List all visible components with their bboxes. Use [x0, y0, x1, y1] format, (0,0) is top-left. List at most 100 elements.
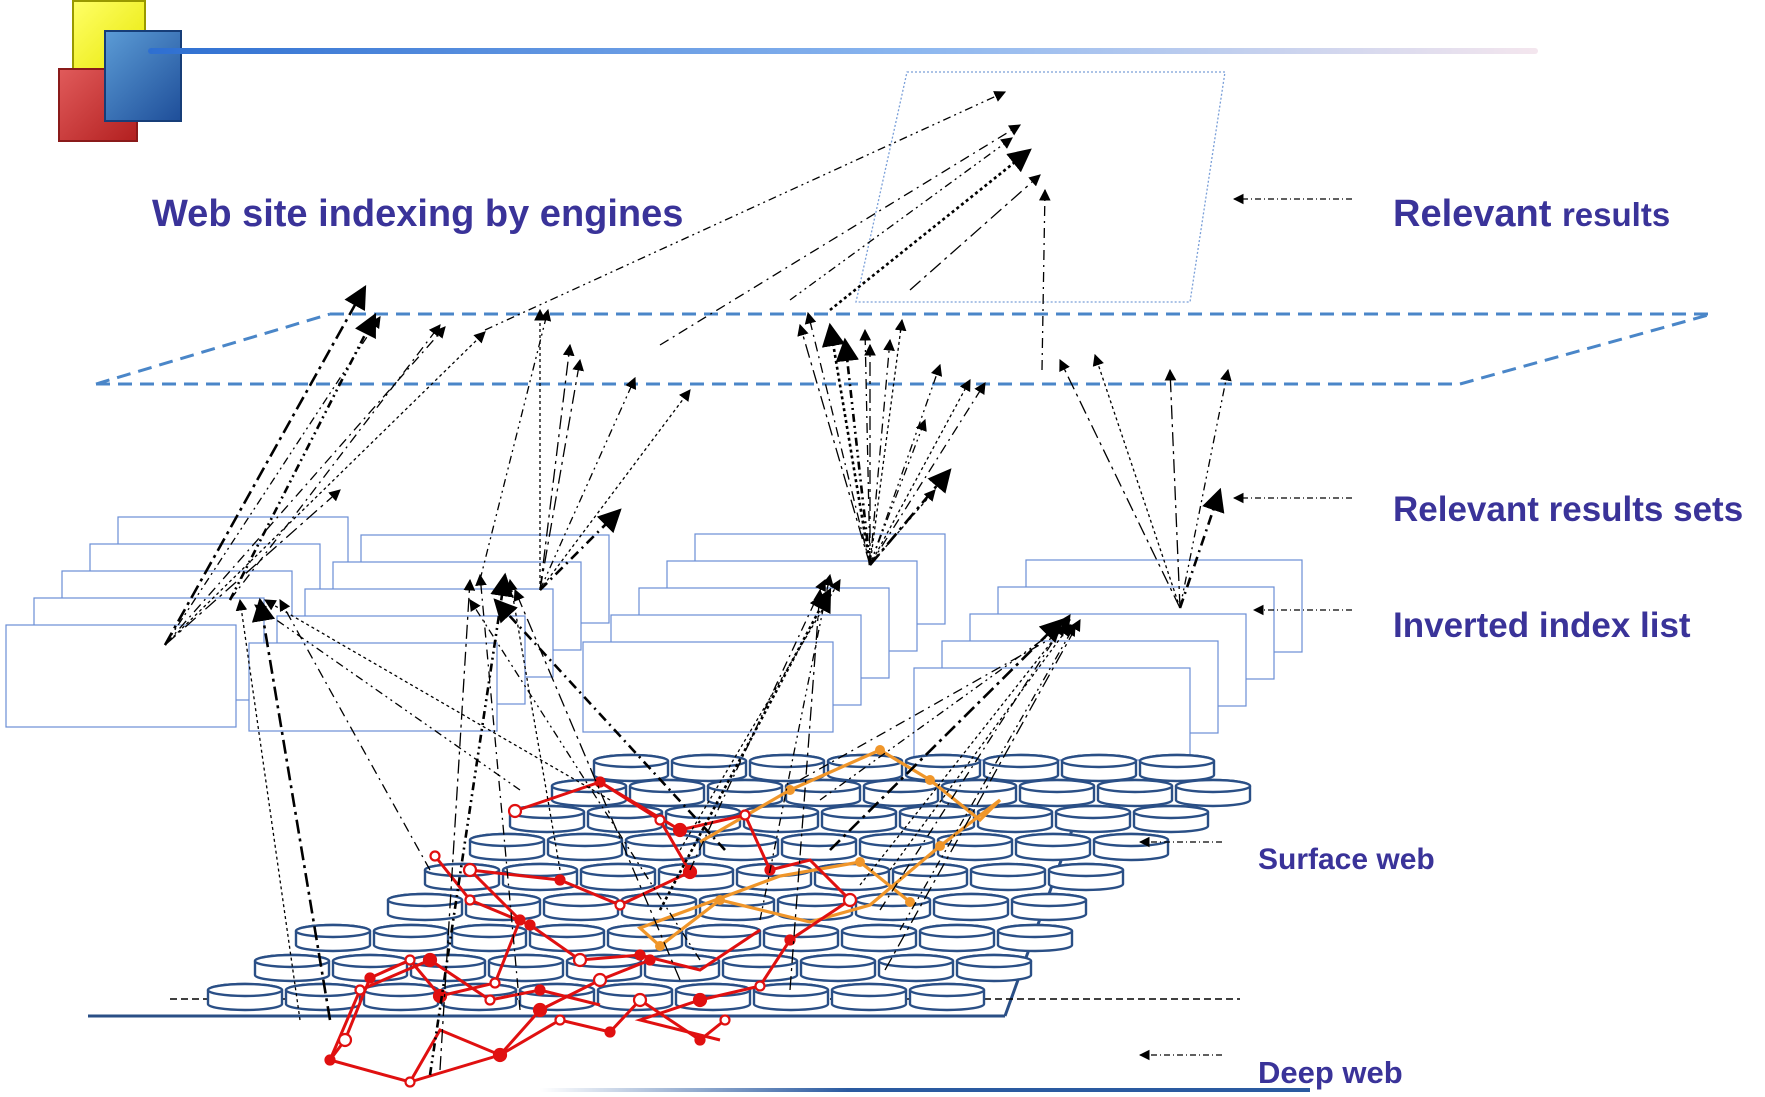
- cylinder-top: [904, 753, 982, 769]
- orange-node: [905, 897, 915, 907]
- web-server-cylinder: [840, 923, 918, 953]
- red-node: [514, 914, 526, 926]
- red-node: [572, 952, 588, 968]
- web-server-cylinder: [748, 753, 826, 783]
- index-arrow: [799, 624, 1077, 781]
- web-server-cylinder: [684, 923, 762, 953]
- red-node: [422, 952, 438, 968]
- index-arrow: [1164, 368, 1181, 609]
- index-arrow: [1092, 353, 1181, 609]
- web-servers: [206, 753, 1252, 1012]
- web-server-cylinder: [982, 753, 1060, 783]
- cylinder-top: [628, 778, 706, 794]
- cylinder-top: [670, 753, 748, 769]
- cylinder-top: [706, 778, 784, 794]
- web-server-cylinder: [546, 832, 624, 862]
- index-sheet: [248, 642, 498, 732]
- cylinder-top: [253, 953, 331, 969]
- web-server-cylinder: [592, 753, 670, 783]
- red-node: [694, 1034, 706, 1046]
- index-arrow: [899, 623, 1076, 931]
- web-server-cylinder: [331, 953, 409, 983]
- web-server-cylinder: [372, 923, 450, 953]
- web-server-cylinder: [362, 982, 440, 1012]
- cylinder-top: [830, 982, 908, 998]
- cylinder-top: [592, 753, 670, 769]
- red-node: [644, 954, 656, 966]
- surface-web-label: Surface web: [1258, 843, 1435, 876]
- web-server-cylinder: [1174, 778, 1252, 808]
- web-server-cylinder: [1138, 753, 1216, 783]
- index-sheet: [5, 624, 237, 728]
- web-server-cylinder: [464, 892, 542, 922]
- relevant-results-sets-label: Relevant results sets: [1393, 490, 1744, 529]
- web-server-cylinder: [284, 982, 362, 1012]
- cylinder-top: [969, 862, 1047, 878]
- cylinder-top: [1174, 778, 1252, 794]
- red-node: [507, 803, 523, 819]
- relevant-results-main: Relevant: [1393, 193, 1552, 235]
- orange-path-line: [636, 748, 1002, 949]
- index-arrow: [228, 312, 377, 601]
- relevant-results-suffix: results: [1561, 196, 1671, 233]
- cylinder-top: [1010, 892, 1088, 908]
- red-node: [462, 862, 478, 878]
- index-arrow: [263, 599, 611, 801]
- red-node: [739, 809, 751, 821]
- index-arrow: [759, 573, 834, 921]
- red-node: [784, 934, 796, 946]
- inverted-index-panels: [5, 516, 1303, 761]
- web-server-cylinder: [579, 862, 657, 892]
- orange-node: [785, 785, 795, 795]
- web-server-cylinder: [1060, 753, 1138, 783]
- web-server-cylinder: [487, 953, 565, 983]
- red-node: [464, 894, 476, 906]
- red-node: [324, 1054, 336, 1066]
- cylinder-top: [528, 923, 606, 939]
- index-arrow: [869, 489, 936, 566]
- web-server-cylinder: [528, 923, 606, 953]
- red-node: [404, 1076, 416, 1088]
- web-server-cylinder: [1018, 778, 1096, 808]
- deep-web-label: Deep web: [1258, 1055, 1403, 1090]
- web-server-cylinder: [940, 778, 1018, 808]
- web-server-cylinder: [877, 953, 955, 983]
- red-node: [484, 994, 496, 1006]
- cylinder-top: [1092, 832, 1170, 848]
- red-node: [364, 972, 376, 984]
- orange-node: [715, 895, 725, 905]
- red-node: [404, 954, 416, 966]
- web-server-cylinder: [586, 804, 664, 834]
- web-server-cylinder: [752, 982, 830, 1012]
- cylinder-top: [891, 862, 969, 878]
- red-node: [634, 949, 646, 961]
- header-rule: [148, 48, 1538, 54]
- cylinder-top: [776, 892, 854, 908]
- cylinder-top: [840, 923, 918, 939]
- cylinder-top: [546, 832, 624, 848]
- web-server-cylinder: [1010, 892, 1088, 922]
- index-arrow: [789, 137, 1013, 301]
- index-arrow: [439, 578, 476, 1071]
- cylinder-top: [487, 953, 565, 969]
- web-server-cylinder: [206, 982, 284, 1012]
- red-node: [354, 984, 366, 996]
- web-server-cylinder: [253, 953, 331, 983]
- red-node: [554, 874, 566, 886]
- web-server-cylinder: [1096, 778, 1174, 808]
- index-arrow: [884, 618, 1081, 971]
- web-server-cylinder: [932, 892, 1010, 922]
- web-server-cylinder: [468, 832, 546, 862]
- index-arrow: [1059, 358, 1181, 609]
- cylinder-top: [996, 923, 1074, 939]
- cylinder-top: [501, 862, 579, 878]
- cylinder-top: [918, 923, 996, 939]
- result-parallelogram: [855, 71, 1226, 303]
- web-server-cylinder: [918, 923, 996, 953]
- web-server-cylinder: [706, 778, 784, 808]
- index-arrow: [909, 174, 1041, 291]
- index-arrow: [229, 324, 441, 601]
- red-node: [489, 977, 501, 989]
- cylinder-top: [579, 862, 657, 878]
